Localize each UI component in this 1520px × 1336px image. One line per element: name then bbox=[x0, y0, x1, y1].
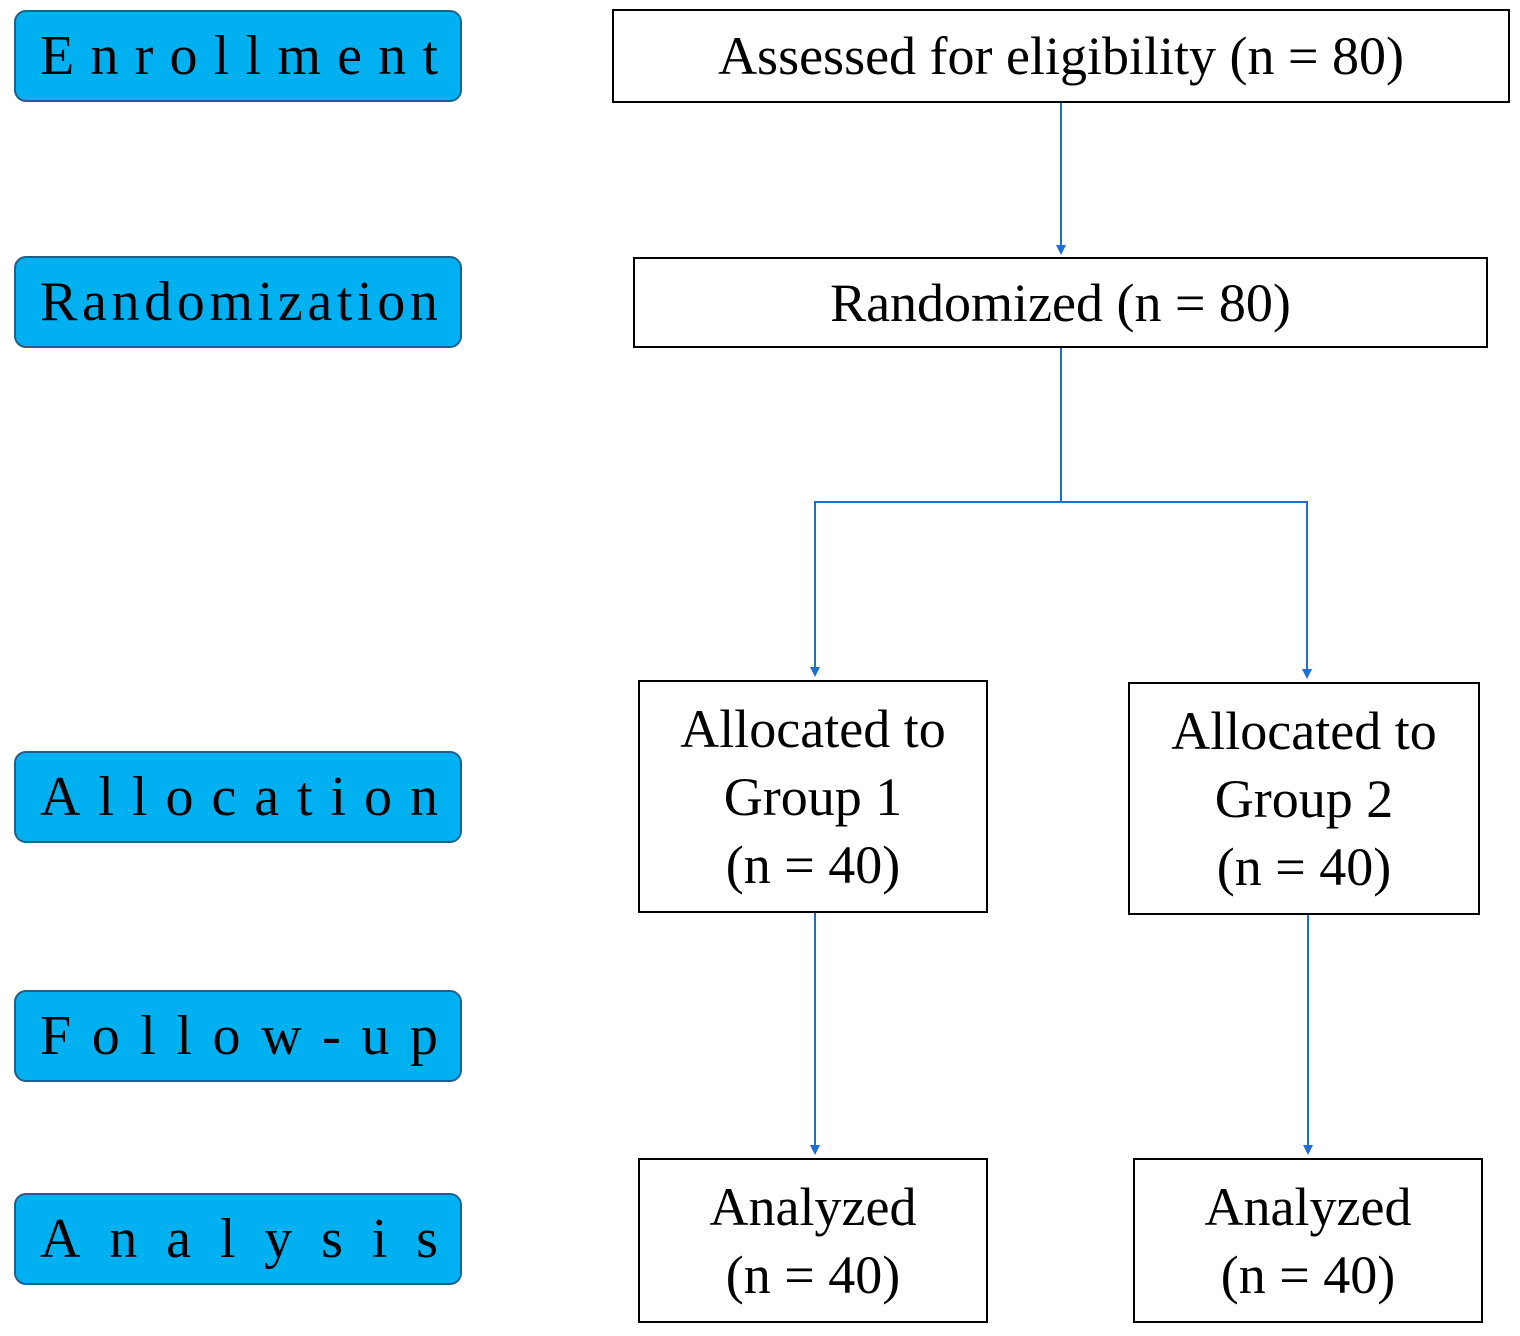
group1-count: (n = 40) bbox=[725, 834, 901, 895]
stage-label-char: F bbox=[40, 1005, 72, 1067]
stage-label-char: l bbox=[140, 1005, 156, 1067]
stage-label-char: d bbox=[144, 271, 173, 333]
stage-label-char: n bbox=[409, 271, 438, 333]
group1-box: Allocated to Group 1 (n = 40) bbox=[638, 680, 988, 913]
group2-box: Allocated to Group 2 (n = 40) bbox=[1128, 682, 1480, 915]
stage-label-char: e bbox=[337, 25, 362, 87]
stage-label-char: a bbox=[307, 271, 333, 333]
group1-line2: Group 1 bbox=[723, 766, 903, 827]
stage-label-char: i bbox=[330, 766, 347, 828]
stage-label-char: R bbox=[40, 271, 78, 333]
stage-label-char: r bbox=[134, 25, 154, 87]
stage-label-char: E bbox=[40, 25, 75, 87]
stage-label-char: n bbox=[109, 1208, 138, 1270]
assessed-text: Assessed for eligibility (n = 80) bbox=[718, 26, 1404, 86]
stage-label-char: A bbox=[40, 1208, 81, 1270]
stage-label-char: l bbox=[98, 766, 114, 828]
stage-label-char: i bbox=[257, 271, 274, 333]
analyzed2-line1: Analyzed bbox=[1204, 1176, 1412, 1237]
group2-line2: Group 2 bbox=[1214, 768, 1394, 829]
stage-label-char: u bbox=[361, 1005, 390, 1067]
stage-label-char: n bbox=[378, 25, 407, 87]
group2-line1: Allocated to bbox=[1171, 700, 1437, 761]
stage-label-char: l bbox=[176, 1005, 192, 1067]
analyzed1-box: Analyzed (n = 40) bbox=[638, 1158, 988, 1323]
stage-label-char: w bbox=[261, 1005, 302, 1067]
assessed-box: Assessed for eligibility (n = 80) bbox=[612, 9, 1510, 103]
stage-label-char: o bbox=[165, 766, 194, 828]
randomized-text: Randomized (n = 80) bbox=[830, 272, 1291, 333]
stage-label-char: z bbox=[277, 271, 303, 333]
stage-label-char: c bbox=[211, 766, 237, 828]
stage-label-char: i bbox=[371, 1208, 388, 1270]
stage-label-char: m bbox=[277, 25, 321, 87]
stage-label-char: l bbox=[245, 25, 262, 87]
stage-label-char: m bbox=[209, 271, 253, 333]
stage-label-char: y bbox=[264, 1208, 293, 1270]
stage-label-char: l bbox=[219, 1208, 236, 1270]
stage-label-char: t bbox=[297, 766, 313, 828]
connector-randomized-split bbox=[810, 348, 1062, 677]
connector-randomized-to-group2 bbox=[1061, 501, 1312, 679]
stage-label-char: i bbox=[357, 271, 373, 333]
stage-label-char: a bbox=[82, 271, 107, 333]
stage-label-char: a bbox=[166, 1208, 191, 1270]
randomized-box: Randomized (n = 80) bbox=[633, 257, 1488, 348]
stage-label-char: n bbox=[111, 271, 140, 333]
stage-label-char: A bbox=[40, 766, 81, 828]
stage-label-char: o bbox=[176, 271, 205, 333]
stage-label-char: - bbox=[322, 1005, 341, 1067]
stage-label-char: t bbox=[336, 271, 353, 333]
stage-label-char: l bbox=[213, 25, 230, 87]
analyzed1-count: (n = 40) bbox=[725, 1244, 901, 1305]
stage-label-char: o bbox=[169, 25, 198, 87]
group2-count: (n = 40) bbox=[1216, 836, 1392, 897]
stage-label-char: o bbox=[377, 271, 406, 333]
stage-label-char: t bbox=[422, 25, 438, 87]
stage-label-char: a bbox=[254, 766, 280, 828]
stage-label-char: s bbox=[321, 1208, 343, 1270]
analyzed2-count: (n = 40) bbox=[1220, 1244, 1396, 1305]
stage-label-char: o bbox=[364, 766, 393, 828]
stage-label-char: s bbox=[416, 1208, 438, 1270]
stage-label-char: n bbox=[410, 766, 438, 828]
stage-label-char: o bbox=[91, 1005, 120, 1067]
stage-label-char: o bbox=[212, 1005, 241, 1067]
analyzed1-line1: Analyzed bbox=[709, 1176, 917, 1237]
analyzed2-box: Analyzed (n = 40) bbox=[1133, 1158, 1483, 1323]
stage-label-char: n bbox=[90, 25, 119, 87]
stage-label-char: p bbox=[409, 1005, 438, 1067]
stage-label-char: l bbox=[131, 766, 148, 828]
group1-line1: Allocated to bbox=[680, 698, 946, 759]
